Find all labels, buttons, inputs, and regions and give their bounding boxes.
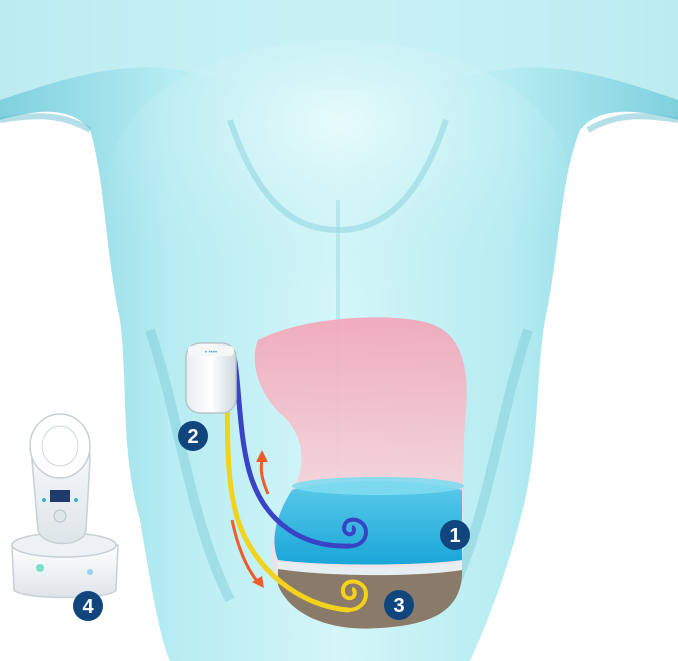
callout-2-label: 2	[187, 426, 198, 448]
callout-1: 1	[440, 520, 470, 550]
callout-1-label: 1	[449, 525, 460, 547]
pump-device: • ••••	[186, 343, 236, 413]
charger-device	[12, 414, 118, 598]
callout-4-label: 4	[82, 596, 94, 618]
callout-4: 4	[73, 591, 103, 621]
callout-2: 2	[178, 421, 208, 451]
callout-3: 3	[384, 590, 414, 620]
callout-3-label: 3	[393, 595, 404, 617]
svg-text:• ••••: • ••••	[205, 350, 217, 356]
